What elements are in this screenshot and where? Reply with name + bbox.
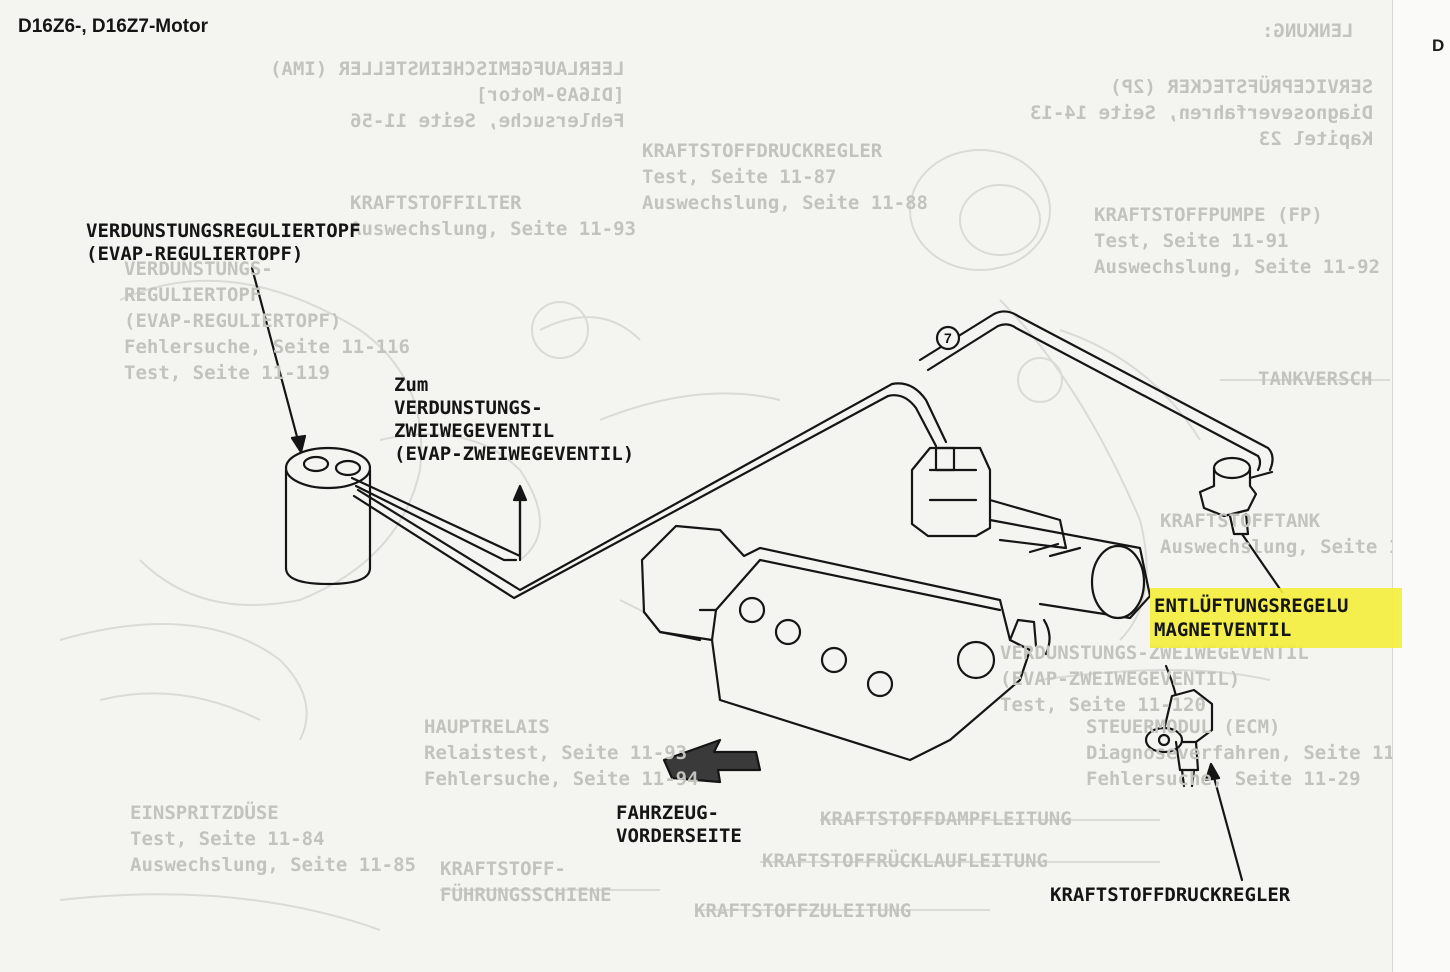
ghost-canister: VERDUNSTUNGS- REGULIERTOPF (EVAP-REGULIE… <box>124 258 410 384</box>
vapor-hose-1 <box>350 476 522 558</box>
adjacent-page-edge <box>1392 0 1450 972</box>
vapor-hose-1b <box>354 484 518 562</box>
ghost-tank-vent: TANKVERSCH <box>1258 368 1373 390</box>
ghost-fuel-pump: KRAFTSTOFFPUMPE (FP) Test, Seite 11-91 A… <box>1094 204 1380 278</box>
intake-manifold-drawing <box>988 518 1152 620</box>
arrow-to-regulator <box>1210 768 1244 882</box>
label-vehicle-front: FAHRZEUG- VORDERSEITE <box>616 802 742 847</box>
canister-drawing <box>284 446 372 586</box>
vehicle-front-arrow <box>662 738 762 784</box>
purge-solenoid-drawing <box>1198 456 1274 536</box>
highlight-marker <box>1150 588 1402 648</box>
label-fuel-pressure-regulator: KRAFTSTOFFDRUCKREGLER <box>1050 884 1291 906</box>
adjacent-page-letter: D <box>1432 36 1445 55</box>
ghost-fuel-rail: KRAFTSTOFF- FÜHRUNGSSCHIENE <box>440 858 612 906</box>
ghost-control-module: STEUERMODUL (ECM) Diagnoseverfahren, Sei… <box>1086 716 1429 790</box>
ghost-two-way-valve: VERDUNSTUNGS-ZWEIWEGEVENTIL (EVAP-ZWEIWE… <box>1000 642 1309 716</box>
vapor-hose-2b <box>352 394 938 600</box>
ghost-injector: EINSPRITZDÜSE Test, Seite 11-84 Auswechs… <box>130 802 416 876</box>
vapor-hose-2 <box>356 382 948 592</box>
label-purge-solenoid: ENTLÜFTUNGSREGELU MAGNETVENTIL <box>1154 595 1349 641</box>
ghost-service-connector: SERVICEPRÜFSTECKER (2P) Diagnoseverfahre… <box>1030 76 1374 150</box>
ghost-vapor-line: KRAFTSTOFFDAMPFLEITUNG <box>820 808 1072 830</box>
page-title: D16Z6-, D16Z7-Motor <box>18 16 209 37</box>
arrow-to-solenoid <box>1240 532 1284 594</box>
ghost-background-art <box>59 149 1390 931</box>
throttle-body-drawing <box>910 446 1068 550</box>
fuel-pressure-regulator-drawing <box>1144 664 1214 788</box>
ink-lines <box>250 266 1284 882</box>
label-canister: VERDUNSTUNGSREGULIERTOPF (EVAP-REGULIERT… <box>86 220 361 265</box>
ghost-main-relay: HAUPTRELAIS Relaistest, Seite 11-93 Fehl… <box>424 716 699 790</box>
purge-line-b <box>926 323 1262 472</box>
ghost-steering: LENKUNG: <box>1262 20 1354 42</box>
ghost-fuel-tank: KRAFTSTOFFTANK Auswechslung, Seite 11 <box>1160 510 1412 558</box>
ghost-fuel-filter: KRAFTSTOFFILTER Auswechslung, Seite 11-9… <box>350 192 636 240</box>
callout-circle-7 <box>935 325 961 351</box>
ghost-fuel-pressure-regulator: KRAFTSTOFFDRUCKREGLER Test, Seite 11-87 … <box>642 140 928 214</box>
ghost-supply-line: KRAFTSTOFFZULEITUNG <box>694 900 912 922</box>
ghost-return-line: KRAFTSTOFFRÜCKLAUFLEITUNG <box>762 850 1048 872</box>
label-to-two-way-valve: Zum VERDUNSTUNGS- ZWEIWEGEVENTIL (EVAP-Z… <box>394 374 635 465</box>
ghost-idle-mixture: LEERLAUFGEMISCHEINSTELLER (IMA) [D16A9-M… <box>270 58 625 132</box>
arrow-to-canister <box>250 266 302 450</box>
callout-number-7: 7 <box>944 330 952 346</box>
purge-line <box>918 310 1274 472</box>
engine-cover-drawing <box>640 524 1051 762</box>
